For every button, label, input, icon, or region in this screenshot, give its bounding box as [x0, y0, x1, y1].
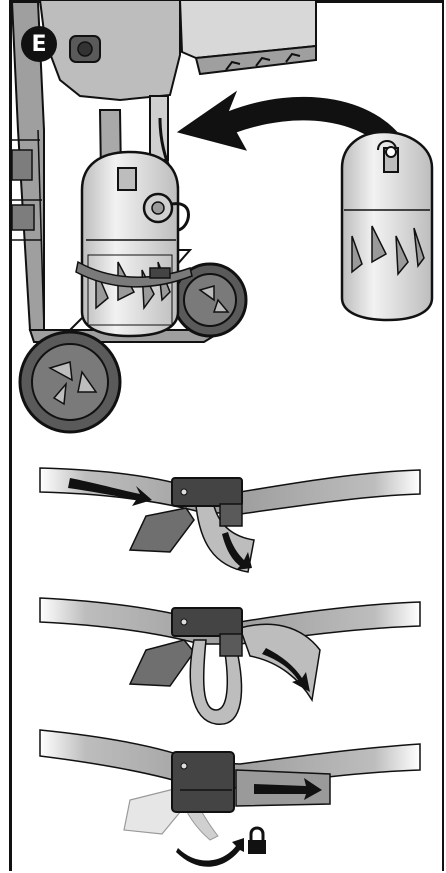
propane-tank-icon: [342, 132, 432, 320]
strap-lock-panel: [40, 730, 420, 867]
strap-pull-panel: [40, 598, 420, 724]
step-badge: E: [21, 26, 57, 62]
installed-tank-icon: [76, 152, 192, 336]
strap-feed-panel: [40, 468, 420, 572]
buckle-icon: [172, 752, 234, 812]
lock-icon: [248, 828, 266, 854]
step-letter: E: [31, 32, 46, 57]
rotate-arrow-icon: [176, 838, 244, 867]
